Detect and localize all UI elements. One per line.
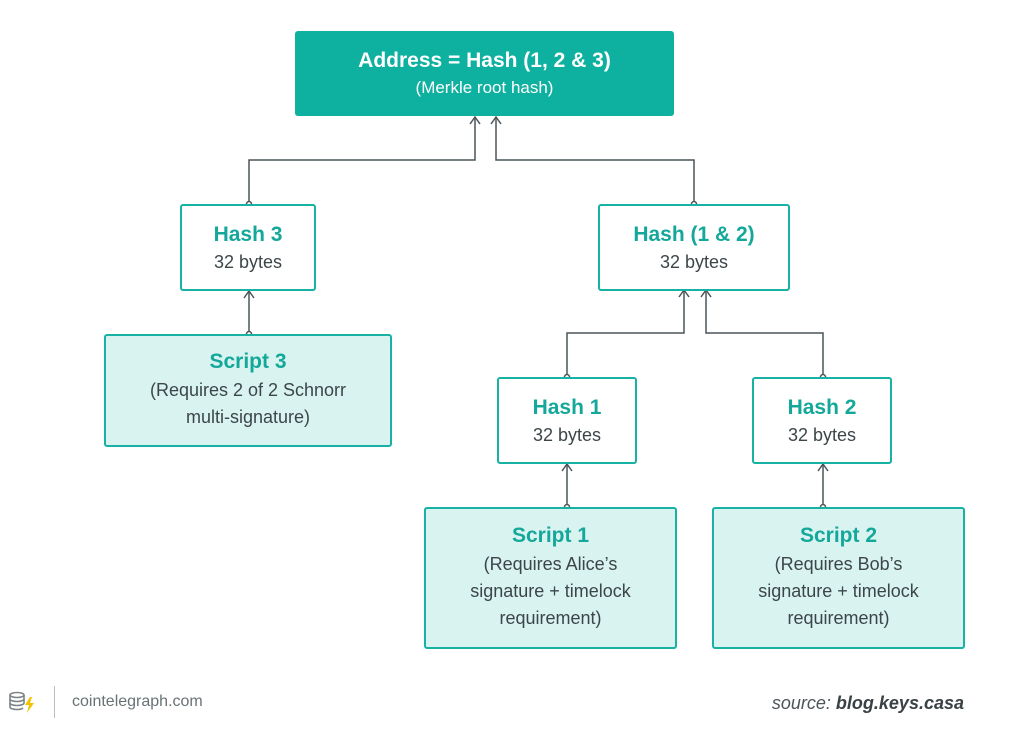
- script2-description: (Requires Bob’s signature + timelock req…: [758, 554, 919, 628]
- script1-title: Script 1: [511, 524, 590, 547]
- hash1-size: 32 bytes: [532, 424, 602, 445]
- footer-site-name: cointelegraph.com: [72, 693, 203, 710]
- hash12-size: 32 bytes: [659, 251, 729, 272]
- root-node: Address = Hash (1, 2 & 3) (Merkle root h…: [295, 31, 674, 116]
- script2-title: Script 2: [799, 524, 878, 547]
- hash2-size: 32 bytes: [787, 424, 857, 445]
- connector-hash1-to-hash12: [566, 290, 685, 377]
- root-title: Address = Hash (1, 2 & 3): [358, 49, 611, 72]
- hash2-node: Hash 2 32 bytes: [752, 377, 892, 464]
- cointelegraph-logo-icon: [9, 691, 34, 713]
- script2-node: Script 2 (Requires Bob’s signature + tim…: [712, 507, 965, 649]
- root-subtitle: (Merkle root hash): [415, 78, 554, 97]
- arrowhead: [469, 115, 481, 125]
- arrowhead: [243, 289, 255, 299]
- connector-hash3-to-root: [248, 117, 476, 204]
- script3-description: (Requires 2 of 2 Schnorr multi-signature…: [149, 380, 347, 427]
- script3-title: Script 3: [209, 350, 287, 373]
- script1-node: Script 1 (Requires Alice’s signature + t…: [424, 507, 677, 649]
- arrowhead: [490, 115, 502, 125]
- footer-divider: [54, 686, 55, 718]
- script3-node: Script 3 (Requires 2 of 2 Schnorr multi-…: [104, 334, 392, 447]
- hash3-size: 32 bytes: [213, 251, 283, 272]
- hash1-node: Hash 1 32 bytes: [497, 377, 637, 464]
- connector-hash12-to-root: [495, 117, 695, 204]
- source-label: source:: [771, 693, 831, 713]
- hash3-title: Hash 3: [213, 222, 283, 246]
- footer-source: source: blog.keys.casa: [772, 693, 964, 714]
- hash1-title: Hash 1: [532, 395, 602, 419]
- source-value: blog.keys.casa: [835, 693, 964, 713]
- connector-hash2-to-hash12: [705, 290, 824, 377]
- hash12-title: Hash (1 & 2): [633, 222, 755, 246]
- script1-description: (Requires Alice’s signature + timelock r…: [470, 554, 631, 628]
- hash3-node: Hash 3 32 bytes: [180, 204, 316, 291]
- hash2-title: Hash 2: [787, 395, 857, 419]
- hash12-node: Hash (1 & 2) 32 bytes: [598, 204, 790, 291]
- arrowhead: [817, 462, 829, 472]
- arrowhead: [561, 462, 573, 472]
